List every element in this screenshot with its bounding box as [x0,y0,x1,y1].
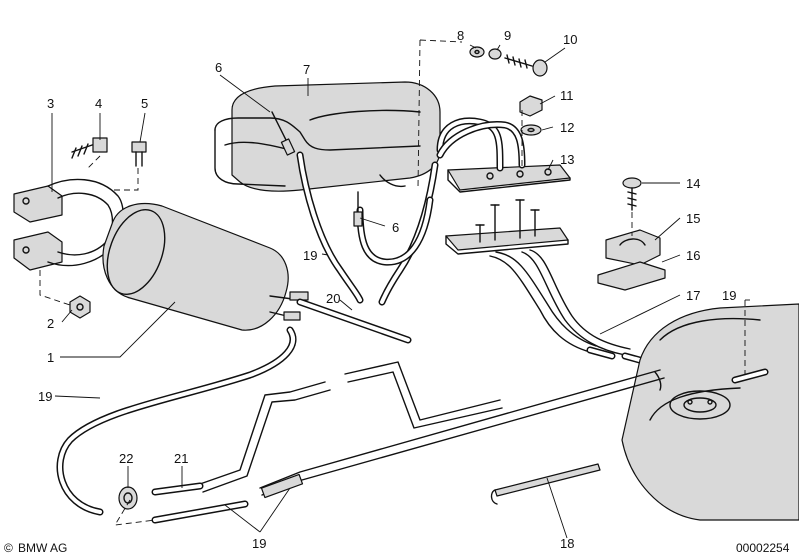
label-19-bottom: 19 [252,536,266,551]
bent-line-21 [151,361,503,524]
expansion-tank [214,81,441,192]
hose-fittings [271,111,363,227]
label-13: 13 [560,152,574,167]
callout-labels: 3 4 5 6 7 8 9 10 11 12 13 14 15 16 17 19… [38,28,736,551]
label-3: 3 [47,96,54,111]
label-1: 1 [47,350,54,365]
hardware-8-12 [469,46,548,136]
label-11: 11 [560,88,574,103]
hose-20 [296,298,412,344]
label-2: 2 [47,316,54,331]
label-16: 16 [686,248,700,263]
label-8: 8 [457,28,464,43]
leader-lines [51,44,750,539]
bolts-4-5 [71,137,147,167]
clip-15-16 [597,229,666,291]
label-22: 22 [119,451,133,466]
label-6-mid: 6 [392,220,399,235]
label-15: 15 [686,211,700,226]
cable-tie-18 [490,463,601,505]
label-12: 12 [560,120,574,135]
brand-label: BMW AG [18,541,67,555]
label-21: 21 [174,451,188,466]
label-5: 5 [141,96,148,111]
label-14: 14 [686,176,700,191]
vent-hoses [296,117,526,306]
label-7: 7 [303,62,310,77]
carbon-canister [102,203,309,331]
footer: © BMW AG 00002254 [4,541,790,555]
alignment-lines [39,39,633,526]
label-17: 17 [686,288,700,303]
label-18: 18 [560,536,574,551]
label-6-top: 6 [215,60,222,75]
grommet-22 [118,486,138,510]
mounting-plate [445,164,571,255]
label-20: 20 [326,291,340,306]
hose-19-lower [56,326,297,516]
label-4: 4 [95,96,102,111]
label-19-left: 19 [38,389,52,404]
canister-bracket [13,178,124,271]
label-9: 9 [504,28,511,43]
label-19-mid: 19 [303,248,317,263]
fuel-tank [621,300,799,521]
label-19-right: 19 [722,288,736,303]
screw-14 [622,177,642,211]
rigid-fuel-line [259,369,665,499]
nut-2 [69,295,91,319]
diagram-number: 00002254 [736,541,790,555]
label-10: 10 [563,32,577,47]
copyright-symbol: © [4,541,13,555]
